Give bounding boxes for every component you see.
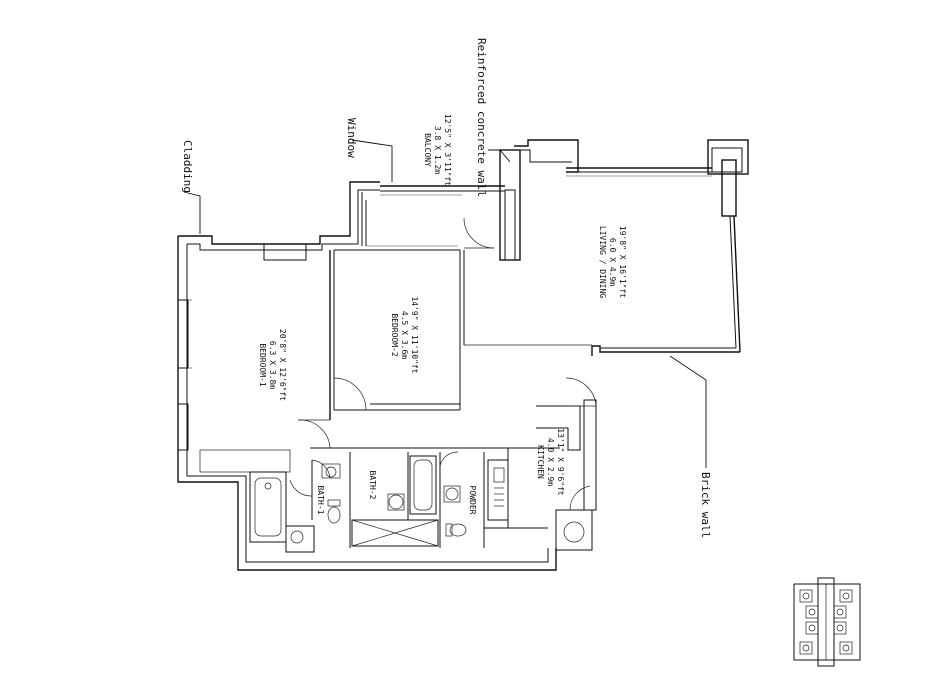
callout-brick-wall: Brick wall [669,355,712,538]
bedroom-1-metric: 6.3 X 3.8m [268,341,277,389]
callout-cladding: Cladding [181,140,201,234]
kitchen-metric: 4.0 X 2.9m [546,438,555,486]
kitchen-name: KITCHEN [536,445,545,479]
callout-reinforced-concrete-wall: Reinforced concrete wall [475,38,511,197]
balcony-metric: 3.8 X 1.2m [433,126,442,174]
living-dining-name: LIVING / DINING [598,226,607,298]
bedroom-1-name: BEDROOM-1 [258,343,267,387]
callout-window: Window [345,118,393,182]
window-text: Window [345,118,358,158]
key-plan [793,577,861,667]
label-kitchen: KITCHEN 4.0 X 2.9m 13'1" X 9'6"ft [536,428,565,496]
living-dining-metric: 6.0 X 4.9m [608,238,617,286]
exterior-walls [177,139,749,571]
bath-1-name: BATH-1 [316,486,325,515]
balcony-imperial: 12'5" X 3'11"ft [443,114,452,186]
label-balcony: BALCONY 3.8 X 1.2m 12'5" X 3'11"ft [423,114,452,186]
brick-wall-text: Brick wall [699,472,712,538]
door-swings [289,217,597,511]
balcony-name: BALCONY [423,133,432,167]
bedroom-2-imperial: 14'9" X 11'10"ft [410,296,419,373]
label-bedroom-2: BEDROOM-2 4.5 X 3.6m 14'9" X 11'10"ft [390,296,419,373]
label-bath-2: BATH-2 [368,471,377,500]
kitchen-imperial: 13'1" X 9'6"ft [556,428,565,496]
bedroom-2-metric: 4.5 X 3.6m [400,311,409,359]
bedroom-2-name: BEDROOM-2 [390,313,399,357]
living-dining-imperial: 19'8" X 16'1"ft [618,226,627,298]
bedroom-1-imperial: 20'8" X 12'6"ft [278,329,287,401]
cladding-text: Cladding [181,140,194,193]
label-bedroom-1: BEDROOM-1 6.3 X 3.8m 20'8" X 12'6"ft [258,329,287,401]
powder-name: POWDER [468,486,477,515]
windows [177,243,307,451]
label-powder: POWDER [468,486,477,515]
label-living-dining: LIVING / DINING 6.0 X 4.9m 19'8" X 16'1"… [598,226,627,298]
bath-2-name: BATH-2 [368,471,377,500]
label-bath-1: BATH-1 [316,486,325,515]
reinforced-concrete-wall-text: Reinforced concrete wall [475,38,488,197]
